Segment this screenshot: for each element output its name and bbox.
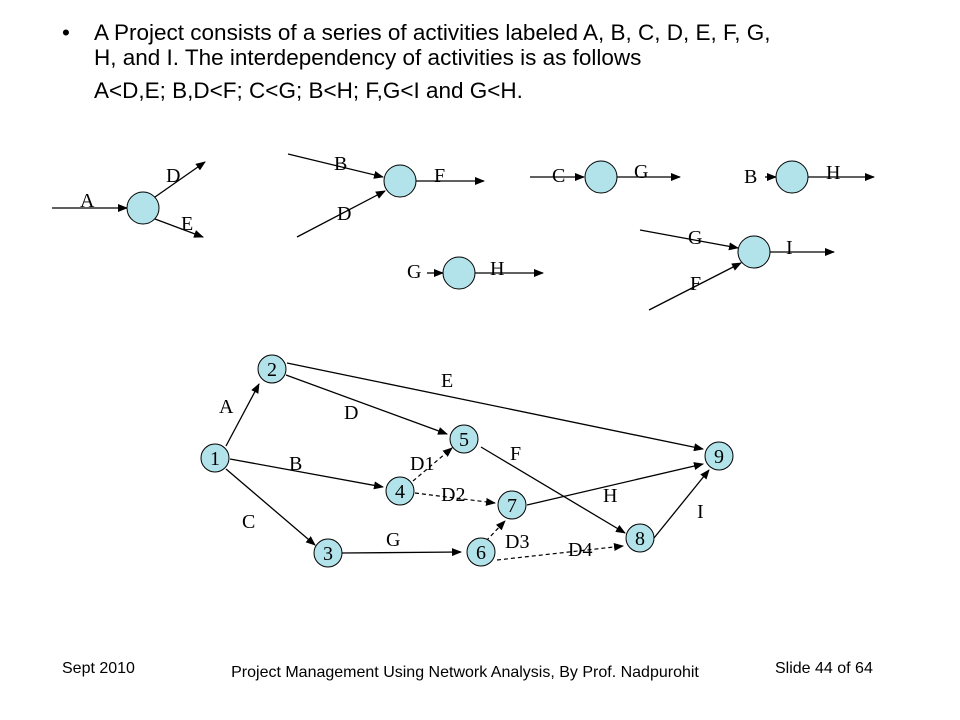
activity-label-f: F — [510, 443, 521, 465]
node-8: 8 — [625, 523, 655, 553]
precedence-fragment-e: G H — [407, 256, 544, 290]
node-4: 4 — [385, 476, 415, 506]
activity-label-b: B — [289, 453, 302, 475]
precedence-fragment-a: A D E — [52, 161, 206, 238]
precedence-fragment-c: C G — [530, 160, 681, 194]
precedence-fragment-b: B D F — [287, 153, 485, 238]
activity-label: C — [552, 165, 565, 187]
activity-label-i: I — [697, 501, 704, 523]
node-label: 3 — [323, 543, 333, 565]
activity-arrow-d — [285, 374, 448, 435]
footer-slide-number: Slide 44 of 64 — [775, 660, 873, 677]
event-node — [383, 164, 417, 198]
activity-arrow-g — [341, 548, 462, 557]
node-9: 9 — [704, 441, 734, 471]
dummy-label-d2: D2 — [441, 484, 465, 506]
node-7: 7 — [497, 490, 527, 520]
activity-label-e: E — [441, 370, 453, 392]
node-2: 2 — [257, 354, 287, 384]
node-label: 9 — [714, 446, 724, 468]
activity-label: D — [166, 165, 180, 187]
dummy-label-d4: D4 — [568, 539, 592, 561]
activity-arrow-f — [480, 446, 626, 534]
activity-network: 1 2 3 4 5 6 7 8 — [200, 354, 734, 568]
event-node — [126, 191, 160, 225]
activity-label-a: A — [219, 396, 234, 418]
precedence-fragment-f: G F I — [639, 227, 835, 311]
node-label: 5 — [459, 429, 469, 451]
dummy-arrow-d4 — [496, 543, 624, 561]
event-node — [775, 160, 809, 194]
activity-arrow-i — [653, 469, 710, 539]
footer-title: Project Management Using Network Analysi… — [231, 664, 699, 681]
problem-line-2: H, and I. The interdependency of activit… — [94, 45, 642, 70]
node-label: 7 — [507, 495, 517, 517]
node-label: 4 — [395, 481, 405, 503]
problem-line-3: A<D,E; B,D<F; C<G; B<H; F,G<I and G<H. — [94, 78, 523, 103]
event-node — [584, 160, 618, 194]
arrow-in — [296, 190, 386, 238]
footer-date: Sept 2010 — [62, 660, 135, 677]
event-node — [442, 256, 476, 290]
activity-label: I — [786, 237, 793, 259]
event-node — [737, 235, 771, 269]
activity-label: B — [744, 166, 757, 188]
activity-arrow-h — [526, 462, 704, 506]
problem-line-1: A Project consists of a series of activi… — [94, 20, 771, 45]
arrow-out — [154, 218, 204, 238]
activity-label-d: D — [344, 402, 358, 424]
node-label: 8 — [635, 528, 645, 550]
activity-label: G — [634, 161, 648, 183]
problem-text: A Project consists of a series of activi… — [94, 20, 934, 103]
dummy-arrow-d1 — [412, 447, 453, 482]
node-label: 1 — [210, 448, 220, 470]
activity-label: B — [334, 153, 347, 175]
node-label: 6 — [476, 542, 486, 564]
activity-label: D — [337, 203, 351, 225]
activity-arrow-e — [286, 362, 704, 452]
arrow-in — [287, 153, 384, 179]
node-3: 3 — [313, 538, 343, 568]
arrow-in — [639, 229, 739, 251]
activity-label: G — [688, 227, 702, 249]
node-6: 6 — [466, 537, 496, 567]
dummy-label-d1: D1 — [410, 453, 434, 475]
activity-arrow-a — [225, 383, 260, 447]
node-1: 1 — [200, 443, 230, 473]
node-label: 2 — [267, 359, 277, 381]
activity-arrow-c — [225, 468, 316, 546]
arrow-out — [154, 161, 206, 198]
node-5: 5 — [449, 424, 479, 454]
activity-label: F — [690, 273, 701, 295]
activity-label: F — [434, 165, 445, 187]
dummy-label-d3: D3 — [505, 531, 529, 553]
activity-label: H — [826, 162, 840, 184]
arrow-in — [648, 262, 742, 311]
activity-label: E — [181, 213, 193, 235]
precedence-fragment-d: B H — [744, 160, 875, 194]
activity-label: A — [80, 190, 95, 212]
bullet-icon: • — [62, 20, 70, 45]
activity-label: G — [407, 261, 421, 283]
activity-label-c: C — [242, 511, 255, 533]
activity-label: H — [490, 258, 504, 280]
activity-arrow-b — [229, 458, 384, 490]
dummy-arrow-d3 — [485, 520, 506, 542]
activity-label-h: H — [603, 485, 617, 507]
activity-label-g: G — [386, 529, 400, 551]
